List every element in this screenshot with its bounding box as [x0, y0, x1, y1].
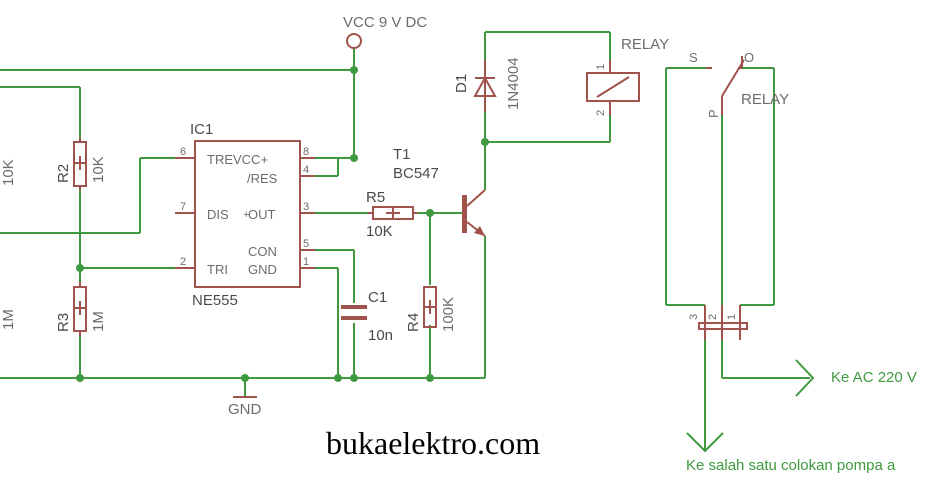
r-left-top: 10K: [0, 159, 17, 186]
relay-coil-pin1: 1: [595, 64, 607, 70]
ic1-out-plus: +: [243, 209, 249, 221]
t1-ref: T1: [393, 146, 411, 163]
relay-contact-term3: 3: [688, 314, 700, 320]
ic1-pin-res: /RES: [247, 171, 278, 186]
r5-resistor: R5 10K: [366, 189, 418, 240]
d1-ref: D1: [453, 74, 470, 93]
t1-value: BC547: [393, 165, 439, 182]
relay-contact-term1: 1: [726, 314, 738, 320]
watermark: bukaelektro.com: [326, 425, 540, 461]
ic1-pin-num-4: 4: [303, 164, 309, 176]
r3-ref: R3: [55, 313, 72, 332]
ic1-ne555: IC1 NE555 TREVCC+ /RES DIS OUT CON TRI G…: [175, 121, 315, 309]
r2-resistor: R2 10K: [55, 138, 107, 190]
ic1-ref: IC1: [190, 121, 213, 138]
output-notes: Ke AC 220 V Ke salah satu colokan pompa …: [686, 369, 917, 474]
r4-value: 100K: [440, 297, 457, 332]
c1-capacitor: C1 10n: [341, 289, 393, 344]
relay-contact-p: P: [706, 109, 721, 118]
relay-contact-ref: RELAY: [741, 91, 789, 108]
r4-resistor: R4 100K: [405, 286, 457, 332]
r3-value: 1M: [90, 311, 107, 332]
ic1-pin-trevcc: TREVCC+: [207, 152, 268, 167]
ic1-part: NE555: [192, 292, 238, 309]
relay-coil-ref: RELAY: [621, 36, 669, 53]
ic1-pin-num-7: 7: [180, 201, 186, 213]
ic1-pin-out: OUT: [248, 207, 276, 222]
ic1-pin-num-5: 5: [303, 238, 309, 250]
ic1-pin-num-6: 6: [180, 146, 186, 158]
gnd-label: GND: [228, 401, 262, 418]
relay-contact-o: O: [744, 50, 754, 65]
junctions: [76, 66, 489, 382]
note-pump: Ke salah satu colokan pompa a: [686, 457, 896, 474]
r5-ref: R5: [366, 189, 385, 206]
note-ac: Ke AC 220 V: [831, 369, 917, 386]
r-left-bottom: 1M: [0, 309, 17, 330]
wires: [0, 31, 815, 453]
vcc-label: VCC 9 V DC: [343, 14, 427, 31]
relay-contact-term2: 2: [707, 314, 719, 320]
c1-value: 10n: [368, 327, 393, 344]
r5-value: 10K: [366, 223, 393, 240]
relay-coil: RELAY 1 2: [586, 36, 669, 116]
t1-transistor: T1 BC547: [393, 146, 486, 237]
d1-diode: D1 1N4004: [453, 57, 522, 112]
ic1-pin-num-1: 1: [303, 256, 309, 268]
d1-value: 1N4004: [505, 57, 522, 110]
relay-contact-s: S: [689, 50, 698, 65]
r3-resistor: R3 1M: [55, 282, 107, 336]
ic1-pin-num-3: 3: [303, 201, 309, 213]
ic1-pin-dis: DIS: [207, 207, 229, 222]
ic1-pin-gnd: GND: [248, 262, 277, 277]
r4-ref: R4: [405, 313, 422, 332]
ic1-pin-num-8: 8: [303, 146, 309, 158]
r-left-bottom-value: 1M: [0, 309, 17, 330]
ic1-pin-num-2: 2: [180, 256, 186, 268]
r2-value: 10K: [90, 156, 107, 183]
gnd-symbol: GND: [228, 396, 262, 418]
relay-coil-pin2: 2: [595, 110, 607, 116]
relay-contact: S O P RELAY 3 2 1: [688, 50, 789, 340]
vcc-symbol: VCC 9 V DC: [343, 14, 427, 49]
r-left-top-value: 10K: [0, 159, 17, 186]
ic1-pin-tri: TRI: [207, 262, 228, 277]
ic1-pin-con: CON: [248, 244, 277, 259]
c1-ref: C1: [368, 289, 387, 306]
r2-ref: R2: [55, 164, 72, 183]
